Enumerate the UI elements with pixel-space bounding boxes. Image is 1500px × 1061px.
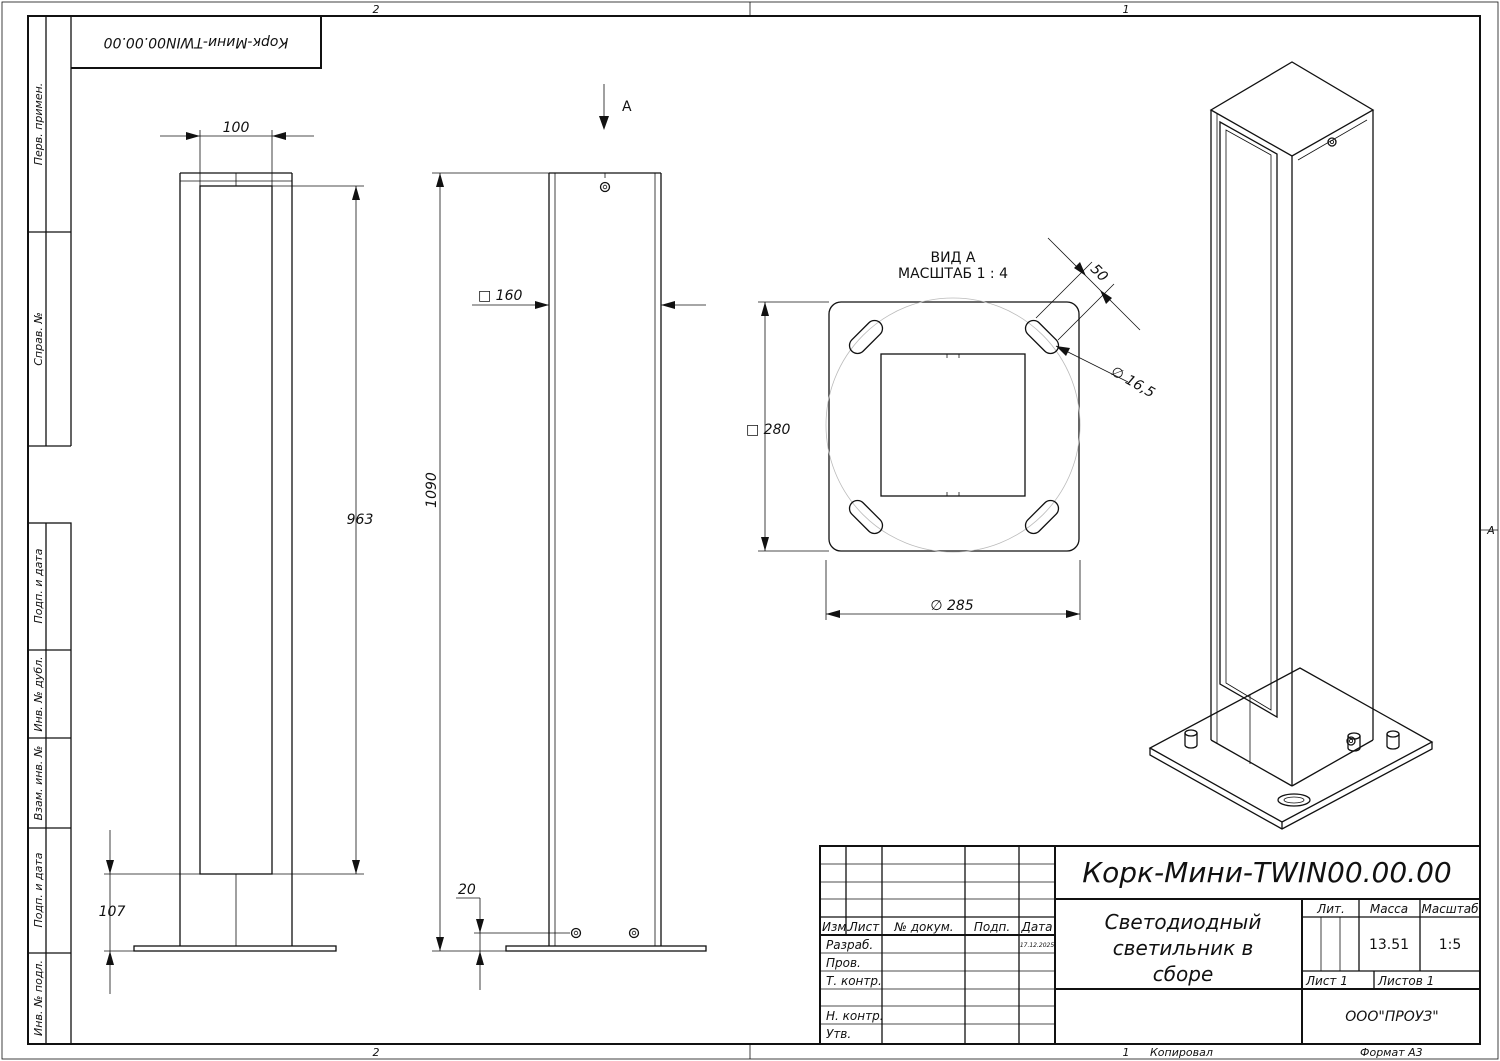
iso-base-top — [1148, 667, 1434, 823]
tb-date-value: 17.12.2025 — [1020, 942, 1055, 949]
tb-row-nkontr: Н. контр. — [826, 1009, 884, 1023]
view-a-title: ВИД А — [930, 250, 975, 266]
side-label-perv-primen: Перв. примен. — [32, 83, 45, 166]
dim-dia-285: ∅ 285 — [930, 598, 973, 614]
tb-col-doc: № докум. — [893, 920, 953, 934]
zone-label-top-left: 2 — [373, 3, 380, 16]
side-base-plate — [505, 945, 707, 952]
tb-row-razrab: Разраб. — [826, 938, 873, 952]
bolt-circle — [825, 297, 1081, 553]
zone-label-side: A — [1486, 524, 1495, 537]
side-label-sprav: Справ. № — [32, 312, 45, 366]
zone-label-top-right: 1 — [1123, 3, 1130, 16]
front-view: 100 963 107 — [99, 120, 374, 994]
post-section — [880, 353, 1026, 497]
zone-label-bottom-right: 1 — [1123, 1046, 1130, 1059]
view-a-scale: МАСШТАБ 1 : 4 — [898, 266, 1008, 282]
tb-col-list: Лист — [848, 920, 880, 934]
dim-height-107: 107 — [99, 904, 126, 920]
title-block: Изм. Лист № докум. Подп. Дата Разраб. Пр… — [819, 845, 1481, 1045]
footer-format: Формат А3 — [1360, 1046, 1423, 1059]
zone-label-bottom-left: 2 — [373, 1046, 380, 1059]
side-label-inv-dubl: Инв. № дубл. — [32, 656, 45, 731]
tb-scale-value: 1:5 — [1439, 937, 1462, 953]
mount-slot-bl — [848, 499, 884, 535]
tb-mass-label: Масса — [1370, 902, 1408, 916]
tb-col-izm: Изм. — [822, 920, 850, 934]
tb-mass-value: 13.51 — [1369, 937, 1409, 953]
iso-post-top — [1209, 61, 1375, 157]
base-plate-outline — [828, 301, 1080, 552]
dim-square-280: □ 280 — [746, 422, 790, 438]
side-label-podp-data-2: Подп. и дата — [32, 852, 45, 927]
tb-row-utv: Утв. — [826, 1027, 851, 1041]
tb-row-tkontr: Т. контр. — [826, 974, 882, 988]
front-base-plate — [133, 945, 337, 952]
tb-col-data: Дата — [1020, 920, 1052, 934]
tb-designation: Корк-Мини-TWIN00.00.00 — [1082, 856, 1451, 889]
view-a: ВИД А МАСШТАБ 1 : 4 □ 280 ∅ 285 50 ∅ 16,… — [746, 237, 1157, 620]
dim-square-160: □ 160 — [478, 288, 522, 304]
side-label-inv-podl: Инв. № подл. — [32, 960, 45, 1036]
isometric-view — [1148, 61, 1434, 830]
tb-row-prov: Пров. — [826, 956, 861, 970]
iso-light-panel — [1219, 120, 1278, 719]
front-light-panel — [199, 185, 273, 875]
dim-20: 20 — [458, 882, 476, 898]
view-a-arrow-label: A — [622, 99, 632, 115]
side-label-vzam-inv: Взам. инв. № — [32, 746, 45, 821]
dim-50: 50 — [1087, 261, 1111, 285]
tb-sheet-label: Лист 1 — [1305, 974, 1348, 988]
side-column: Перв. примен. Справ. № Подп. и дата Инв.… — [27, 16, 72, 1045]
tb-name-line1: Светодиодный — [1105, 910, 1262, 934]
footer-copied: Копировал — [1150, 1046, 1213, 1059]
tb-lit-label: Лит. — [1316, 902, 1345, 916]
mount-slot-tr — [1024, 319, 1060, 355]
dim-height-1090: 1090 — [424, 472, 440, 508]
top-stamp-text: Корк-Мини-TWIN00.00.00 — [104, 34, 289, 50]
top-stamp: Корк-Мини-TWIN00.00.00 — [71, 15, 322, 69]
mount-slot-tl — [848, 319, 884, 355]
dim-width-100: 100 — [223, 120, 250, 136]
tb-scale-label: Масштаб — [1421, 902, 1479, 916]
mount-slot-br — [1024, 499, 1060, 535]
tb-sheets-label: Листов 1 — [1377, 974, 1434, 988]
tb-name-line3: сборе — [1153, 962, 1214, 986]
drawing-frame — [27, 15, 1481, 1045]
side-label-podp-data-1: Подп. и дата — [32, 548, 45, 623]
dim-dia-16-5: ∅ 16,5 — [1108, 364, 1157, 402]
tb-name-line2: светильник в — [1113, 936, 1254, 960]
tb-col-podp: Подп. — [974, 920, 1010, 934]
side-view: A □ 160 1090 20 — [424, 84, 707, 990]
tb-company: ООО"ПРОУЗ" — [1345, 1009, 1438, 1025]
dim-height-963: 963 — [347, 512, 374, 528]
